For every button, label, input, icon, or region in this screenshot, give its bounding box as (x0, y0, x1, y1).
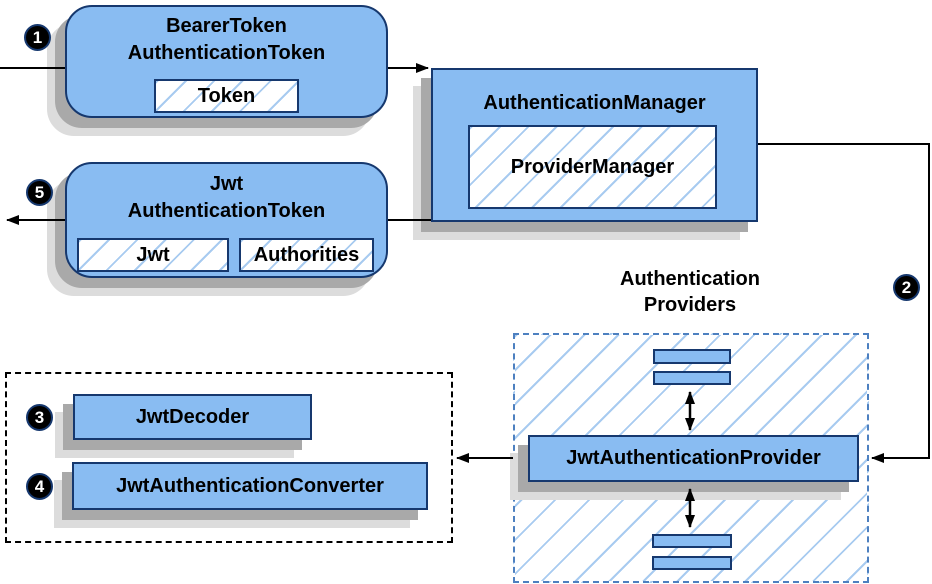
jwt-authentication-token-node: Jwt AuthenticationToken Jwt Authorities (65, 162, 388, 278)
jwt-field: Jwt (77, 238, 229, 272)
bearer-token-title: BearerToken AuthenticationToken (67, 13, 386, 67)
authorities-field: Authorities (239, 238, 374, 272)
provider-bar-bottom-2 (652, 556, 732, 570)
jwt-token-title: Jwt AuthenticationToken (67, 171, 386, 225)
authentication-manager-title: AuthenticationManager (483, 92, 706, 114)
providers-label-line2: Providers (643, 294, 737, 316)
step-badge-5: 5 (26, 179, 53, 206)
jwt-token-title-line1: Jwt (209, 173, 244, 195)
authentication-manager-node: AuthenticationManager ProviderManager (431, 68, 758, 222)
provider-bar-top-1 (653, 349, 731, 364)
jwt-authentication-provider-node: JwtAuthenticationProvider (528, 435, 859, 482)
bearer-token-authentication-token-node: BearerToken AuthenticationToken Token (65, 5, 388, 118)
provider-bar-bottom-1 (652, 534, 732, 548)
authentication-providers-label: Authentication Providers (588, 266, 792, 318)
step-badge-1: 1 (24, 24, 51, 51)
provider-bar-top-2 (653, 371, 731, 385)
providers-label-line1: Authentication (620, 268, 760, 290)
step-badge-3: 3 (26, 404, 53, 431)
jwt-decoder-node: JwtDecoder (73, 394, 312, 440)
token-field: Token (154, 79, 299, 113)
step-badge-2: 2 (893, 274, 920, 301)
provider-manager-field: ProviderManager (468, 125, 717, 209)
jwt-authentication-converter-node: JwtAuthenticationConverter (72, 462, 428, 510)
bearer-token-title-line1: BearerToken (166, 15, 287, 37)
step-badge-4: 4 (26, 473, 53, 500)
bearer-token-title-line2: AuthenticationToken (127, 42, 326, 64)
jwt-token-title-line2: AuthenticationToken (127, 200, 326, 222)
